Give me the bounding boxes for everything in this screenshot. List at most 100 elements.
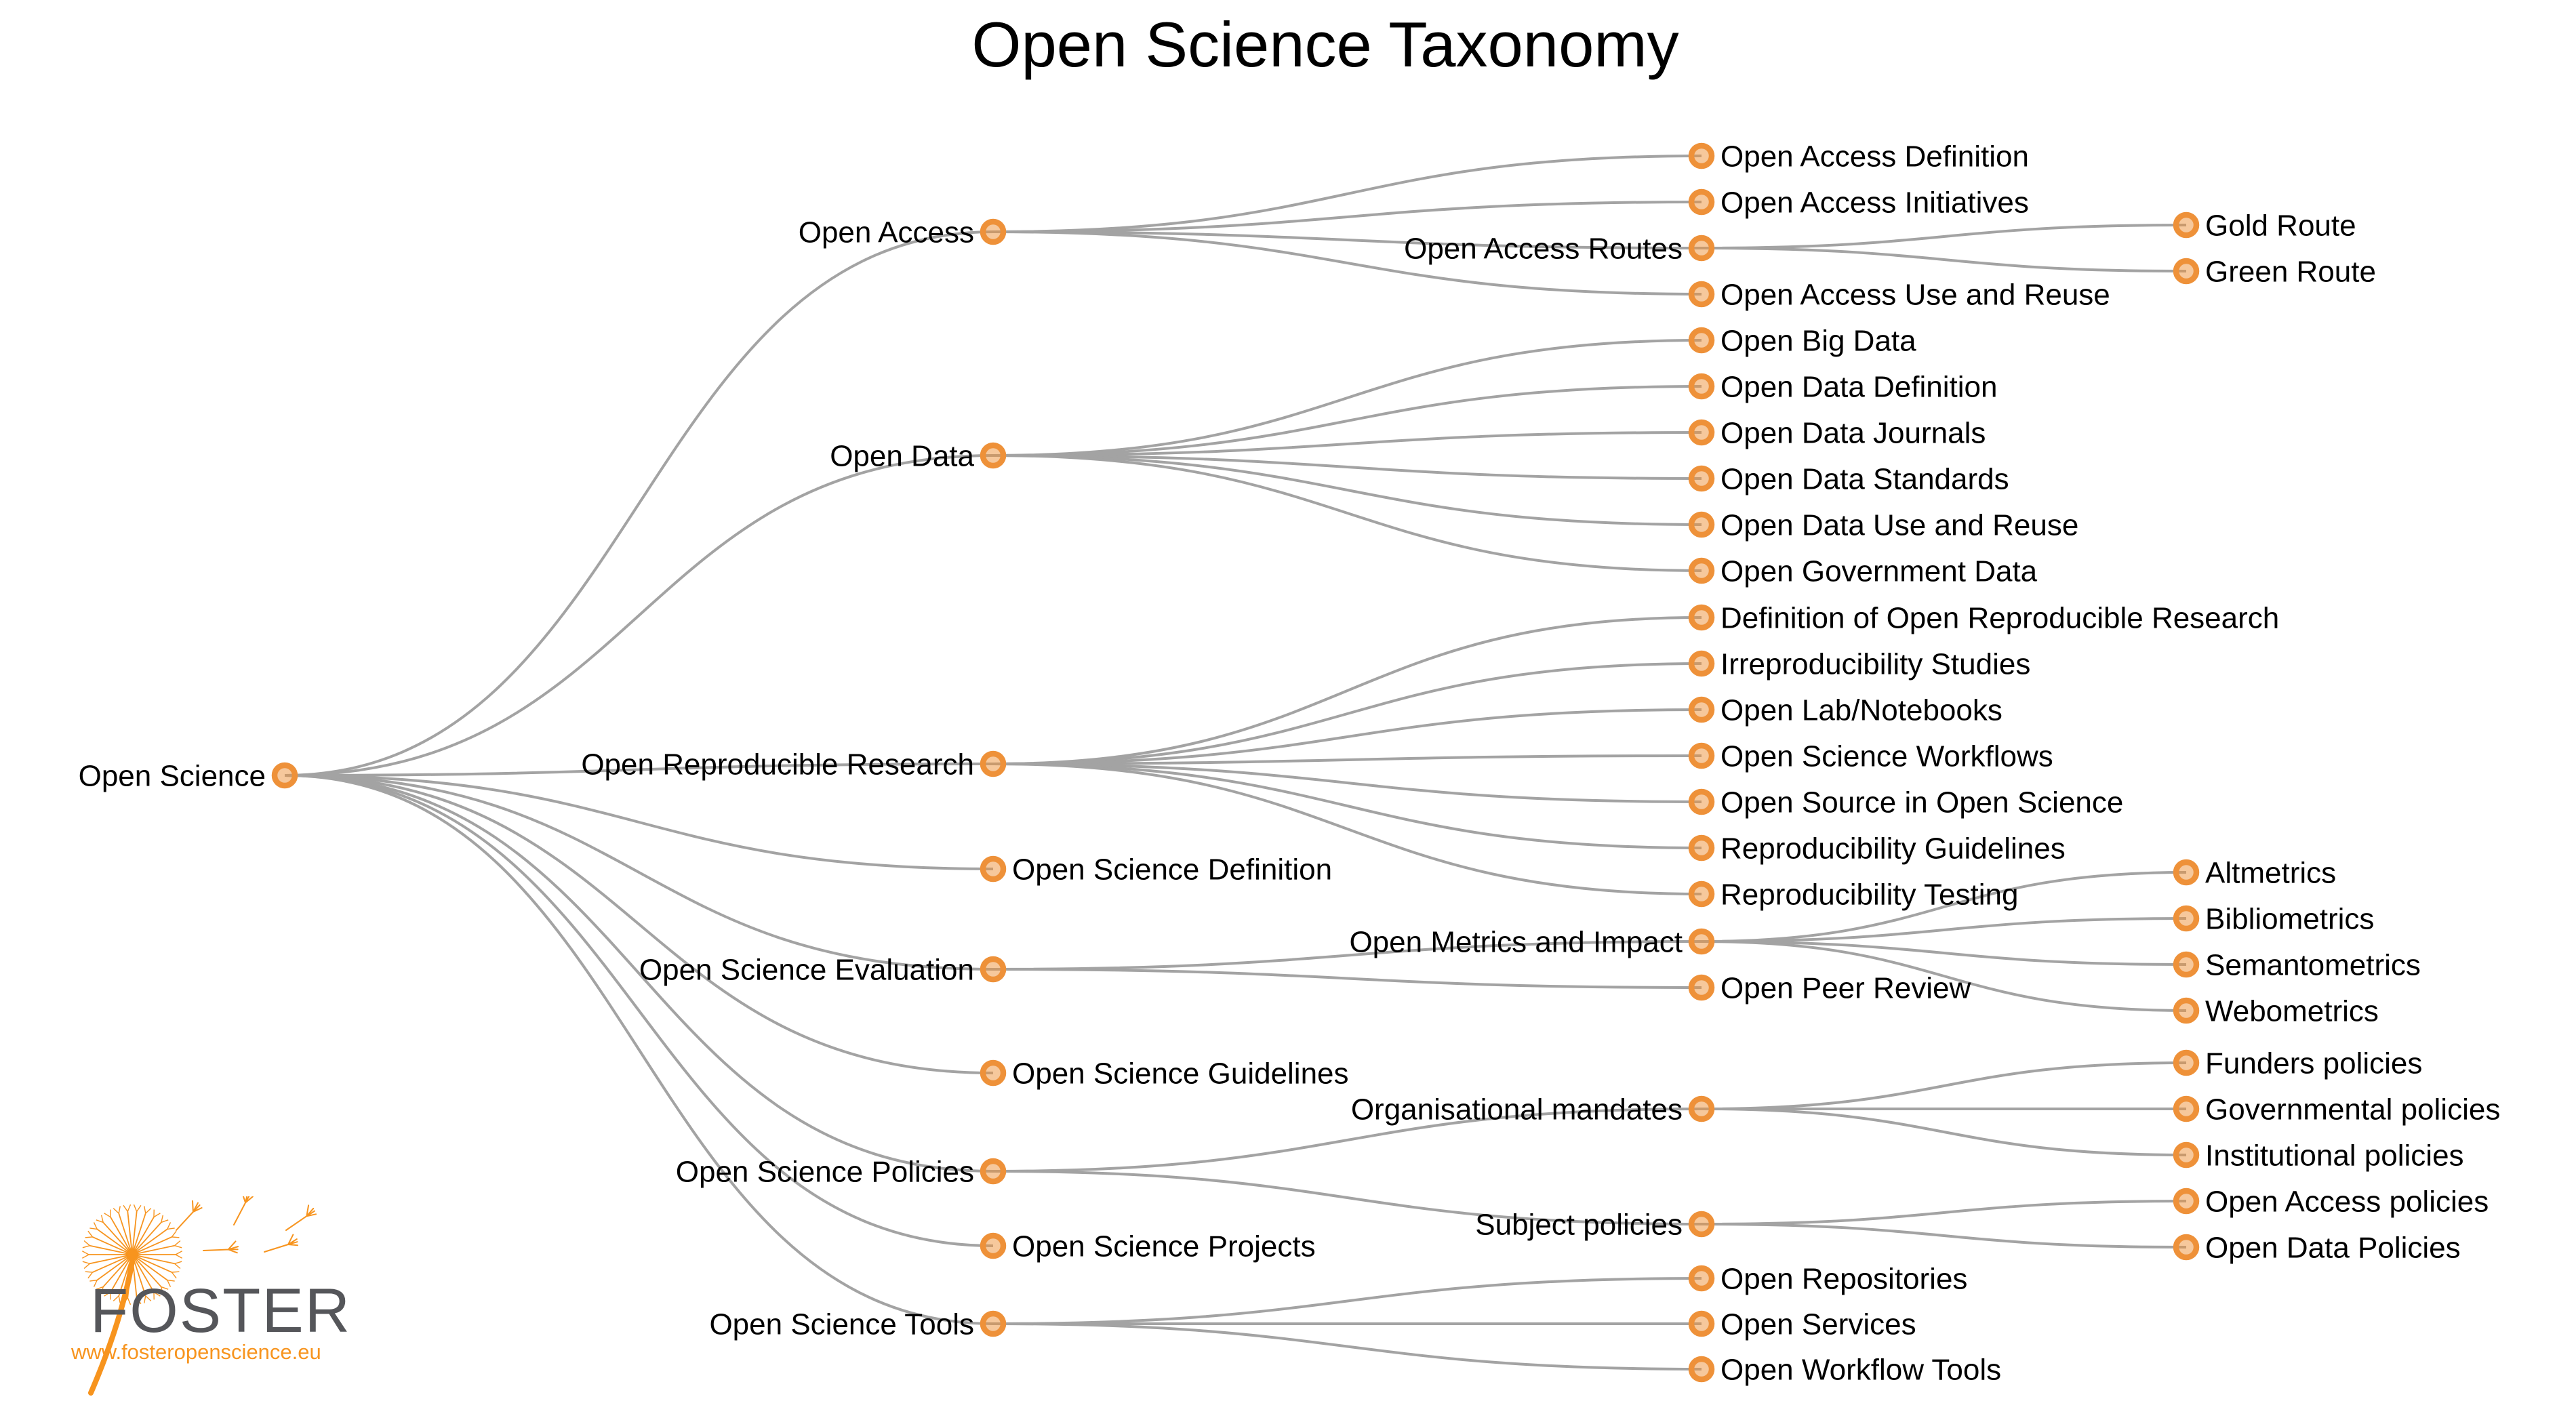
link-open-science--open-science-projects <box>284 774 994 1247</box>
node-open-access-routes[interactable] <box>1688 235 1715 262</box>
dandelion-fluff <box>153 1291 161 1297</box>
dandelion-ray <box>127 1211 133 1252</box>
node-open-access-initiatives[interactable] <box>1688 188 1715 216</box>
node-open-data-standards[interactable] <box>1688 465 1715 492</box>
label-open-science: Open Science <box>79 759 266 792</box>
label-reproducibility-testing: Reproducibility Testing <box>1720 878 2018 911</box>
node-open-big-data[interactable] <box>1688 327 1715 354</box>
label-open-access-policies: Open Access policies <box>2205 1185 2489 1218</box>
node-open-data[interactable] <box>980 442 1007 469</box>
node-open-science-guidelines[interactable] <box>980 1059 1007 1087</box>
node-reproducibility-guidelines[interactable] <box>1688 834 1715 861</box>
dandelion-fluff <box>83 1240 90 1246</box>
dandelion-fluff <box>167 1222 172 1230</box>
node-open-data-definition[interactable] <box>1688 373 1715 400</box>
node-open-data-journals[interactable] <box>1688 419 1715 446</box>
link-open-access--open-access-routes <box>992 230 1702 249</box>
node-altmetrics[interactable] <box>2173 859 2200 886</box>
node-organisational-mandates[interactable] <box>1688 1095 1715 1122</box>
foster-logo: FOSTER www.fosteropenscience.eu <box>71 1196 350 1396</box>
node-open-metrics-and-impact[interactable] <box>1688 928 1715 955</box>
tree-links <box>284 155 2187 1371</box>
link-open-science-evaluation--open-metrics-and-impact <box>992 940 1702 971</box>
node-open-science-evaluation[interactable] <box>980 956 1007 983</box>
dandelion-fluff <box>136 1297 142 1305</box>
node-institutional-policies[interactable] <box>2173 1141 2200 1169</box>
logo-url[interactable]: www.fosteropenscience.eu <box>71 1340 321 1364</box>
node-open-data-use-and-reuse[interactable] <box>1688 511 1715 538</box>
node-open-science-definition[interactable] <box>980 855 1007 883</box>
dandelion-fluff <box>167 1280 172 1287</box>
link-open-data--open-big-data <box>992 339 1702 457</box>
dandelion-seed-path <box>203 1240 239 1254</box>
dandelion-fluff <box>133 1297 138 1305</box>
node-open-source-in-open-science[interactable] <box>1688 788 1715 815</box>
node-open-access-definition[interactable] <box>1688 142 1715 169</box>
node-open-workflow-tools[interactable] <box>1688 1356 1715 1383</box>
label-open-metrics-and-impact: Open Metrics and Impact <box>1349 925 1683 958</box>
dandelion-fluff <box>127 1204 132 1212</box>
dandelion-fluff <box>171 1272 177 1279</box>
dandelion-ray <box>102 1257 131 1288</box>
node-definition-of-open-reproducible-research[interactable] <box>1688 604 1715 631</box>
label-open-science-workflows: Open Science Workflows <box>1720 739 2053 773</box>
dandelion-ray <box>135 1255 172 1273</box>
node-open-government-data[interactable] <box>1688 557 1715 584</box>
link-open-science--open-science-evaluation <box>284 774 994 971</box>
link-open-science-policies--subject-policies <box>992 1170 1702 1225</box>
dandelion-fluff <box>144 1295 146 1303</box>
node-open-services[interactable] <box>1688 1310 1715 1337</box>
link-open-metrics-and-impact--semantometrics <box>1701 940 2187 966</box>
node-funders-policies[interactable] <box>2173 1049 2200 1076</box>
node-open-peer-review[interactable] <box>1688 974 1715 1001</box>
dandelion-fluff <box>153 1213 161 1218</box>
label-green-route: Green Route <box>2205 255 2376 288</box>
node-webometrics[interactable] <box>2173 997 2200 1024</box>
dandelion-ray <box>118 1257 132 1297</box>
node-reproducibility-testing[interactable] <box>1688 880 1715 908</box>
dandelion-fluff <box>174 1240 181 1246</box>
link-open-reproducible-research--definition-of-open-reproducible-research <box>992 616 1702 765</box>
node-bibliometrics[interactable] <box>2173 905 2200 932</box>
dandelion-ray <box>132 1213 146 1252</box>
node-open-repositories[interactable] <box>1688 1265 1715 1292</box>
node-semantometrics[interactable] <box>2173 951 2200 978</box>
dandelion-ray <box>134 1256 168 1281</box>
dandelion-ray <box>134 1257 162 1288</box>
dandelion-fluff <box>161 1286 164 1295</box>
label-open-science-definition: Open Science Definition <box>1012 853 1332 886</box>
link-open-science--open-data <box>284 454 994 777</box>
dandelion-fluff <box>96 1286 104 1290</box>
dandelion-ray <box>132 1211 138 1252</box>
node-subject-policies[interactable] <box>1688 1211 1715 1238</box>
label-funders-policies: Funders policies <box>2205 1047 2422 1080</box>
dandelion-fluff <box>174 1263 181 1270</box>
node-governmental-policies[interactable] <box>2173 1095 2200 1122</box>
label-open-data-standards: Open Data Standards <box>1720 462 2009 495</box>
node-open-reproducible-research[interactable] <box>980 750 1007 777</box>
dandelion-stem <box>88 1259 135 1396</box>
node-open-science-tools[interactable] <box>980 1310 1007 1337</box>
dandelion-fluff <box>133 1204 138 1212</box>
node-green-route[interactable] <box>2173 258 2200 285</box>
node-gold-route[interactable] <box>2173 211 2200 239</box>
node-open-access[interactable] <box>980 218 1007 245</box>
dandelion-fluff <box>85 1236 93 1238</box>
node-open-lab-notebooks[interactable] <box>1688 696 1715 723</box>
node-open-science-workflows[interactable] <box>1688 742 1715 769</box>
label-open-data-policies: Open Data Policies <box>2205 1231 2461 1264</box>
node-open-data-policies[interactable] <box>2173 1234 2200 1261</box>
dandelion-seed <box>203 1240 239 1254</box>
node-open-access-policies[interactable] <box>2173 1188 2200 1215</box>
dandelion-fluff <box>83 1263 90 1270</box>
dandelion-fluff <box>127 1297 132 1305</box>
label-open-access-initiatives: Open Access Initiatives <box>1720 186 2029 219</box>
link-subject-policies--open-access-policies <box>1701 1200 2187 1225</box>
node-open-access-use-and-reuse[interactable] <box>1688 281 1715 308</box>
node-irreproducibility-studies[interactable] <box>1688 650 1715 677</box>
node-open-science-policies[interactable] <box>980 1158 1007 1185</box>
node-open-science[interactable] <box>271 762 298 789</box>
dandelion-fluff <box>113 1295 119 1301</box>
node-open-science-projects[interactable] <box>980 1232 1007 1259</box>
